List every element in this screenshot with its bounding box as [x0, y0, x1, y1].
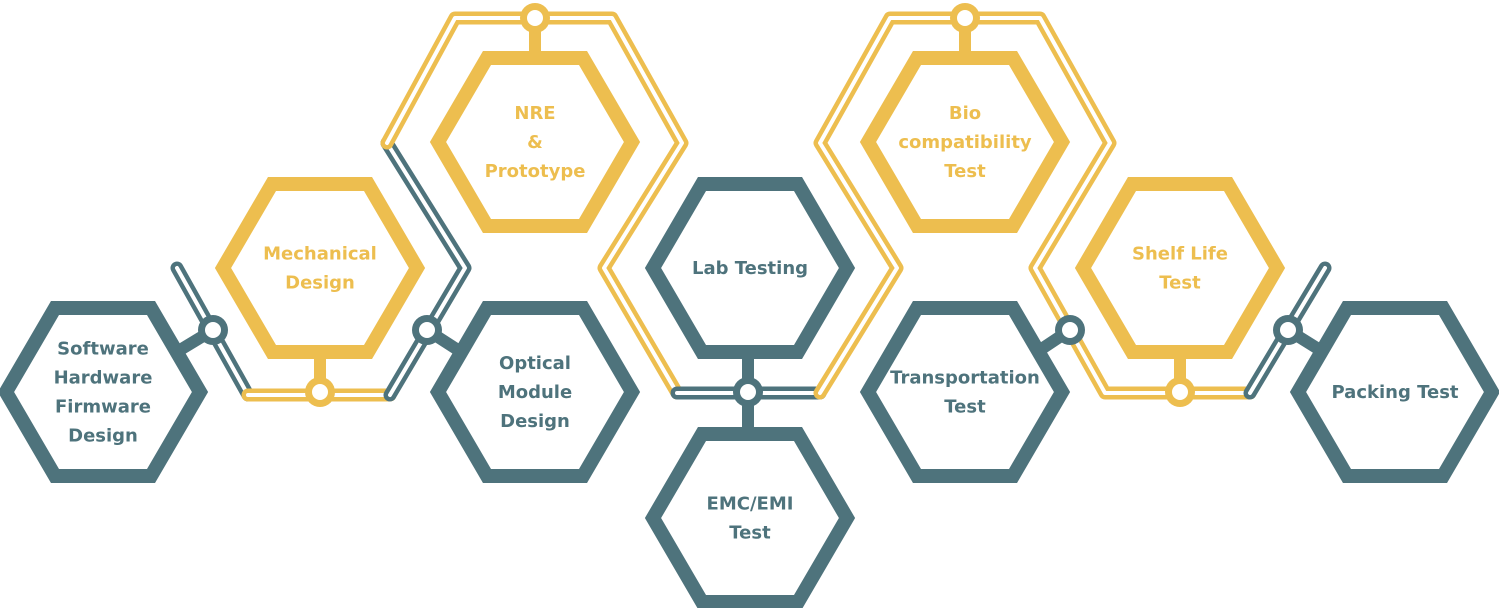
- connector-node-center: [1172, 384, 1188, 400]
- hexagon-nodes: SoftwareHardwareFirmwareDesignMechanical…: [0, 51, 1499, 608]
- connector-node-center: [419, 322, 435, 338]
- hexagon-label: Hardware: [54, 368, 153, 389]
- hexagon-shape: [429, 51, 641, 233]
- hexagon-shape: [0, 301, 209, 483]
- connector-node-center: [205, 322, 221, 338]
- hexagon-label: Test: [729, 523, 771, 544]
- hexagon-label: compatibility: [898, 132, 1032, 153]
- hexagon-shape: [644, 177, 856, 359]
- connector-trace-gap: [385, 141, 467, 397]
- hexagon-label: Prototype: [485, 161, 586, 182]
- hexagon-label: Mechanical: [263, 244, 377, 265]
- hexagon-label: Design: [285, 273, 355, 294]
- hexagon-label: Firmware: [55, 397, 151, 418]
- hexagon-label: EMC/EMI: [707, 494, 794, 515]
- connector-node-center: [740, 384, 756, 400]
- hexagon-shape: [1289, 301, 1499, 483]
- hexagon-label: Software: [57, 339, 149, 360]
- connector-node-center: [1062, 322, 1078, 338]
- connector-trace-gap: [385, 16, 684, 395]
- hexagon-packing: Packing Test: [1289, 301, 1499, 483]
- hexagon-lab: Lab Testing: [644, 177, 856, 359]
- connector-node-center: [1280, 322, 1296, 338]
- hexagon-shape: [644, 427, 856, 608]
- hexagon-shape: [214, 177, 426, 359]
- connector-nodes: [198, 3, 1303, 407]
- hexagon-label: Bio: [949, 103, 981, 124]
- hexagon-label: Lab Testing: [692, 258, 808, 279]
- hexagon-label: Packing Test: [1331, 382, 1458, 403]
- hexagon-label: Module: [498, 382, 572, 403]
- hexagon-label: Design: [68, 426, 138, 447]
- hexagon-label: &: [527, 132, 543, 153]
- hexagon-label: Test: [1159, 273, 1201, 294]
- hexagon-shape: [1074, 177, 1286, 359]
- hexagon-shape: [859, 51, 1071, 233]
- hexagon-label: Transportation: [890, 368, 1040, 389]
- hexagon-shape: [429, 301, 641, 483]
- hexagon-label: Optical: [499, 353, 571, 374]
- connector-trace-gap: [818, 16, 1252, 395]
- hexagon-shape: [859, 301, 1071, 483]
- hexagon-label: Shelf Life: [1132, 244, 1228, 265]
- connector-node-center: [957, 10, 973, 26]
- hexagon-label: Test: [944, 397, 986, 418]
- hexagon-label: Design: [500, 411, 570, 432]
- connector-node-center: [527, 10, 543, 26]
- hexagon-emc: EMC/EMI Test: [644, 427, 856, 608]
- connector-node-center: [312, 384, 328, 400]
- hexagon-nre: NRE & Prototype: [429, 51, 641, 233]
- hexagon-label: NRE: [514, 103, 555, 124]
- hexagon-label: Test: [944, 161, 986, 182]
